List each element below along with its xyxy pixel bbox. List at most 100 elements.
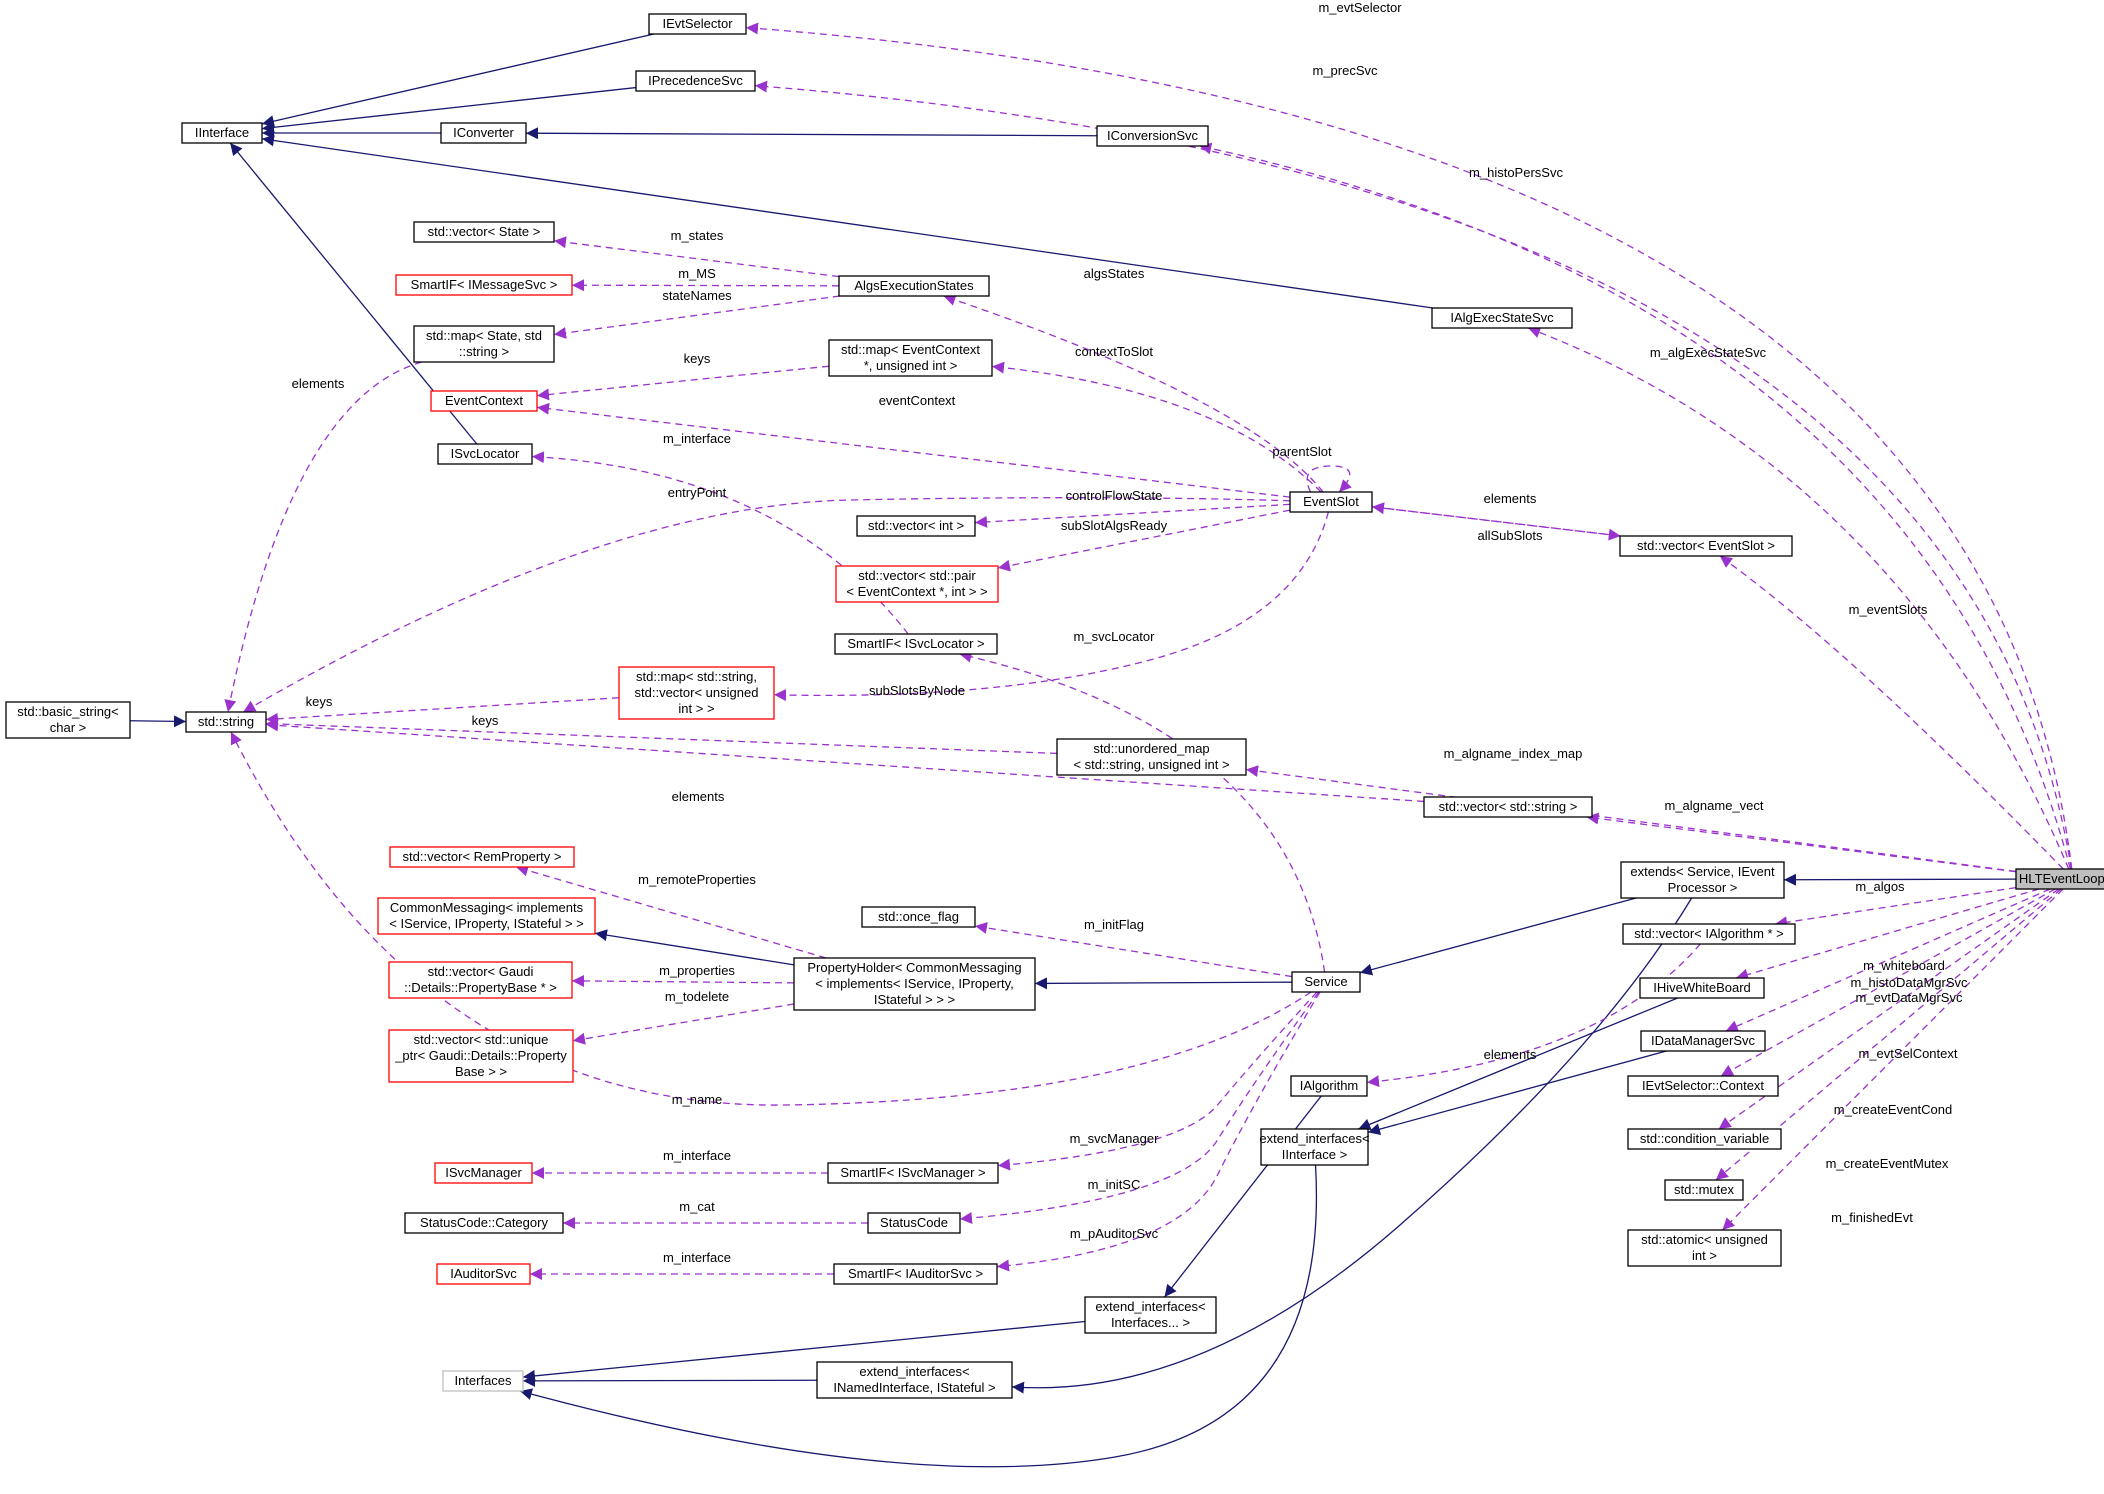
- usage-edge-eventslot-to-mapstrvec: [773, 511, 1329, 702]
- class-node-label: IHiveWhiteBoard: [1653, 980, 1751, 995]
- edge-label-m-algos: m_algos: [1855, 879, 1905, 894]
- class-node-ievtselctx[interactable]: IEvtSelector::Context: [1627, 1075, 1779, 1097]
- class-node-smartifaud[interactable]: SmartIF< IAuditorSvc >: [833, 1263, 998, 1285]
- edge-label-subslotsbynode: subSlotsByNode: [869, 683, 965, 698]
- class-node-box: [833, 1263, 998, 1285]
- class-node-isvclocator[interactable]: ISvcLocator: [437, 443, 533, 465]
- class-node-label: IInterface >: [1282, 1147, 1347, 1162]
- class-node-box: [1622, 923, 1796, 945]
- class-node-extiinterface[interactable]: extend_interfaces<IInterface >: [1259, 1128, 1370, 1166]
- class-node-label: EventContext: [445, 393, 523, 408]
- class-node-basicstring[interactable]: std::basic_string<char >: [5, 701, 131, 739]
- class-node-condvar[interactable]: std::condition_variable: [1627, 1128, 1782, 1150]
- class-node-sccategory[interactable]: StatusCode::Category: [404, 1212, 564, 1234]
- class-node-vecpropbase[interactable]: std::vector< Gaudi::Details::PropertyBas…: [388, 961, 573, 999]
- class-node-box: [185, 711, 267, 733]
- edge-label-m-algname-index-map: m_algname_index_map: [1444, 746, 1583, 761]
- class-node-box: [2015, 868, 2104, 890]
- edge-label-m-createeventcond: m_createEventCond: [1834, 1102, 1953, 1117]
- class-node-hlt[interactable]: HLTEventLoopMgr: [2015, 868, 2104, 890]
- class-node-extnamed[interactable]: extend_interfaces<INamedInterface, IStat…: [816, 1361, 1013, 1399]
- class-node-box: [388, 961, 573, 999]
- class-node-vecpair[interactable]: std::vector< std::pair< EventContext *, …: [835, 565, 999, 603]
- class-node-mapevtctx[interactable]: std::map< EventContext*, unsigned int >: [828, 339, 993, 377]
- class-node-iconversionsvc[interactable]: IConversionSvc: [1096, 125, 1209, 147]
- edge-label-m-precsvc: m_precSvc: [1312, 63, 1378, 78]
- class-node-smartifsvcmgr[interactable]: SmartIF< ISvcManager >: [827, 1162, 999, 1184]
- class-node-iauditorsvc[interactable]: IAuditorSvc: [436, 1263, 531, 1285]
- class-node-stdmutex[interactable]: std::mutex: [1664, 1179, 1744, 1201]
- class-node-box: [1627, 1128, 1782, 1150]
- class-node-statuscode[interactable]: StatusCode: [867, 1212, 961, 1234]
- edge-label-entrypoint: entryPoint: [668, 485, 727, 500]
- usage-edge-hlt-to-ihive: [1735, 888, 2040, 981]
- class-node-vecstate[interactable]: std::vector< State >: [413, 221, 555, 243]
- class-node-mapstrvec[interactable]: std::map< std::string,std::vector< unsig…: [618, 666, 775, 720]
- class-node-propholder[interactable]: PropertyHolder< CommonMessaging< impleme…: [793, 957, 1036, 1011]
- class-node-smartifsvcloc[interactable]: SmartIF< ISvcLocator >: [834, 633, 998, 655]
- class-node-vecialg[interactable]: std::vector< IAlgorithm * >: [1622, 923, 1796, 945]
- class-node-ialgorithm[interactable]: IAlgorithm: [1290, 1075, 1368, 1097]
- class-node-veceventslot[interactable]: std::vector< EventSlot >: [1619, 535, 1793, 557]
- class-node-iinterface[interactable]: IInterface: [181, 122, 263, 144]
- inheritance-edge-ihive-to-extiinterface: [1358, 997, 1678, 1130]
- class-node-service[interactable]: Service: [1291, 971, 1361, 993]
- class-node-smartifmsg[interactable]: SmartIF< IMessageSvc >: [395, 274, 573, 296]
- edge-label-m-svclocator: m_svcLocator: [1074, 629, 1156, 644]
- class-node-algsexec[interactable]: AlgsExecutionStates: [838, 275, 990, 297]
- class-node-vecstring[interactable]: std::vector< std::string >: [1423, 796, 1593, 818]
- edge-label-m-properties: m_properties: [659, 963, 735, 978]
- class-node-box: [1056, 738, 1247, 776]
- class-node-extifaces[interactable]: extend_interfaces<Interfaces... >: [1084, 1296, 1217, 1334]
- inheritance-edge-iconversionsvc-to-iconverter: [525, 127, 1098, 140]
- class-node-label: INamedInterface, IStateful >: [833, 1380, 995, 1395]
- class-node-box: [867, 1212, 961, 1234]
- class-node-vecremprop[interactable]: std::vector< RemProperty >: [389, 846, 575, 868]
- class-node-stdstring[interactable]: std::string: [185, 711, 267, 733]
- class-node-label: char >: [50, 720, 87, 735]
- class-node-interfaces[interactable]: Interfaces: [442, 1370, 524, 1392]
- class-node-box: [181, 122, 263, 144]
- class-node-ievtselector[interactable]: IEvtSelector: [648, 13, 747, 35]
- edge-label-m-interface: m_interface: [663, 1250, 731, 1265]
- class-node-unorderedmap[interactable]: std::unordered_map< std::string, unsigne…: [1056, 738, 1247, 776]
- class-node-ialgexec[interactable]: IAlgExecStateSvc: [1431, 307, 1573, 329]
- class-node-iconverter[interactable]: IConverter: [440, 122, 527, 144]
- class-node-ihive[interactable]: IHiveWhiteBoard: [1639, 977, 1765, 999]
- usage-edge-algsexec-to-smartifmsg: [571, 279, 840, 292]
- class-node-mapstate[interactable]: std::map< State, std::string >: [413, 325, 555, 363]
- usage-edge-eventslot-to-vecpair: [997, 509, 1291, 572]
- inheritance-edge-extifaces-to-interfaces: [522, 1320, 1086, 1382]
- class-node-label: std::condition_variable: [1640, 1131, 1769, 1146]
- class-node-box: [1431, 307, 1573, 329]
- inheritance-edge-idatamgr-to-extiinterface: [1367, 1050, 1667, 1136]
- class-node-eventslot[interactable]: EventSlot: [1289, 491, 1373, 513]
- class-node-label: AlgsExecutionStates: [854, 278, 974, 293]
- class-node-label: *, unsigned int >: [864, 358, 958, 373]
- class-node-label: extends< Service, IEvent: [1630, 864, 1775, 879]
- class-node-label: < implements< IService, IProperty,: [815, 976, 1013, 991]
- class-node-label: std::string: [198, 714, 254, 729]
- class-node-box: [827, 1162, 999, 1184]
- class-node-commonmsg[interactable]: CommonMessaging< implements< IService, I…: [377, 897, 596, 935]
- class-node-box: [413, 221, 555, 243]
- class-node-label: extend_interfaces<: [1095, 1299, 1205, 1314]
- edge-label-m-pauditorsvc: m_pAuditorSvc: [1070, 1226, 1159, 1241]
- class-node-label: std::vector< IAlgorithm * >: [1634, 926, 1784, 941]
- class-node-label: IStateful > > >: [874, 992, 955, 1007]
- class-node-vecint[interactable]: std::vector< int >: [856, 515, 976, 537]
- class-node-box: [430, 390, 538, 412]
- class-node-idatamgr[interactable]: IDataManagerSvc: [1640, 1030, 1766, 1052]
- class-node-eventcontext[interactable]: EventContext: [430, 390, 538, 412]
- class-node-iprecedencesvc[interactable]: IPrecedenceSvc: [635, 70, 756, 92]
- class-node-isvcmanager[interactable]: ISvcManager: [434, 1162, 533, 1184]
- class-node-onceflag[interactable]: std::once_flag: [861, 906, 976, 928]
- inheritance-edge-service-to-propholder: [1034, 977, 1293, 990]
- class-node-vecunique[interactable]: std::vector< std::unique_ptr< Gaudi::Det…: [388, 1029, 574, 1083]
- class-node-box: [1096, 125, 1209, 147]
- usage-edge-eventslot-to-eventslot: [1306, 465, 1352, 493]
- class-node-box: [437, 443, 533, 465]
